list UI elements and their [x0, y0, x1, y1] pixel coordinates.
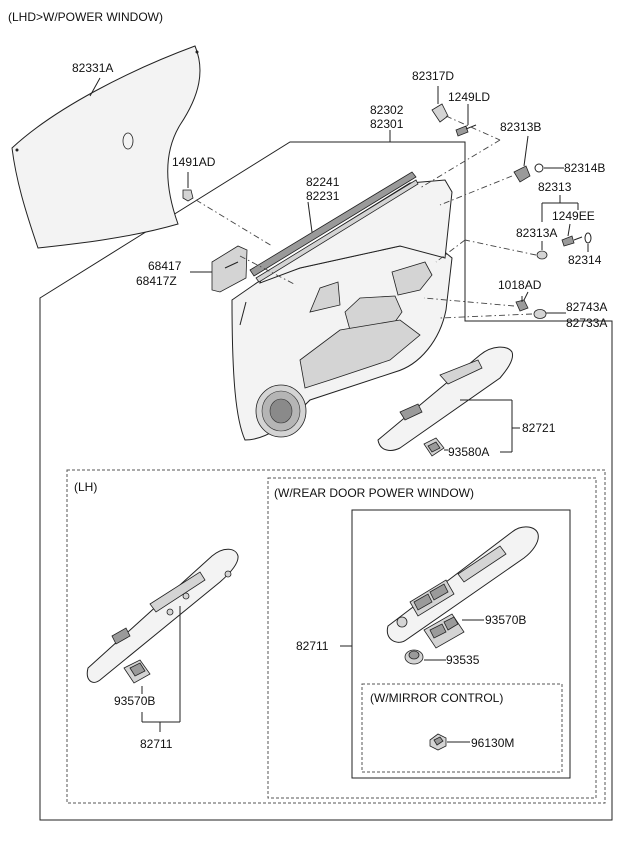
label-82711-rear: 82711	[296, 639, 329, 653]
mirror-switch-96130M	[429, 733, 447, 751]
cap-82314B	[534, 163, 544, 173]
diagram-title: (LHD>W/POWER WINDOW)	[8, 10, 163, 24]
label-82743A: 82743A	[566, 300, 607, 314]
label-82711-lh: 82711	[140, 737, 173, 751]
label-82733A: 82733A	[566, 316, 607, 330]
label-1249LD: 1249LD	[448, 90, 490, 104]
label-1491AD: 1491AD	[172, 155, 216, 169]
bracket-82317D	[431, 103, 449, 123]
label-82721: 82721	[522, 421, 556, 435]
label-82302: 82302	[370, 103, 404, 117]
label-96130M: 96130M	[471, 736, 514, 750]
label-1249EE: 1249EE	[552, 209, 595, 223]
assembly-frame	[39, 141, 613, 821]
section-lh	[66, 469, 606, 804]
screw-1018AD	[515, 296, 529, 312]
door-trim-panel	[231, 179, 453, 441]
bracket-68417	[211, 245, 248, 293]
rear-assembly-frame	[351, 509, 571, 779]
section-rear-door-label: (W/REAR DOOR POWER WINDOW)	[274, 486, 474, 500]
handle-82313B	[513, 165, 531, 183]
screw-1249EE	[561, 235, 583, 247]
label-93570B-lh: 93570B	[114, 694, 155, 708]
label-93535: 93535	[446, 653, 480, 667]
door-sealing-sheet	[11, 45, 201, 249]
label-82313: 82313	[538, 180, 572, 194]
cap-82313A	[536, 250, 548, 260]
label-93580A: 93580A	[448, 445, 489, 459]
switch-93535	[404, 649, 424, 665]
switch-93580A	[423, 437, 445, 457]
weatherstrip	[249, 171, 419, 283]
clip-1491AD	[182, 189, 194, 202]
label-82331A: 82331A	[72, 61, 113, 75]
label-82301: 82301	[370, 117, 404, 131]
section-mirror-control	[361, 683, 563, 773]
switch-93570B-rear	[423, 613, 465, 649]
section-mirror-control-label: (W/MIRROR CONTROL)	[370, 691, 503, 705]
label-68417: 68417	[148, 259, 182, 273]
cap-82743A	[533, 309, 547, 319]
label-82314: 82314	[568, 253, 602, 267]
screw-1249LD	[455, 124, 477, 137]
label-82313A: 82313A	[516, 226, 557, 240]
label-82231: 82231	[306, 189, 340, 203]
armrest-lh	[86, 548, 239, 683]
label-68417Z: 68417Z	[136, 274, 177, 288]
label-1018AD: 1018AD	[498, 278, 542, 292]
section-lh-label: (LH)	[74, 480, 97, 494]
label-82313B: 82313B	[500, 120, 541, 134]
switch-93570B-lh	[123, 659, 151, 684]
armrest-82721	[377, 346, 514, 451]
cap-82314	[584, 232, 592, 244]
label-82314B: 82314B	[564, 161, 605, 175]
label-82317D: 82317D	[412, 69, 454, 83]
section-rear-door	[267, 477, 597, 799]
label-82241: 82241	[306, 175, 340, 189]
label-93570B-rear: 93570B	[485, 613, 526, 627]
armrest-rear-power-window	[386, 526, 539, 643]
